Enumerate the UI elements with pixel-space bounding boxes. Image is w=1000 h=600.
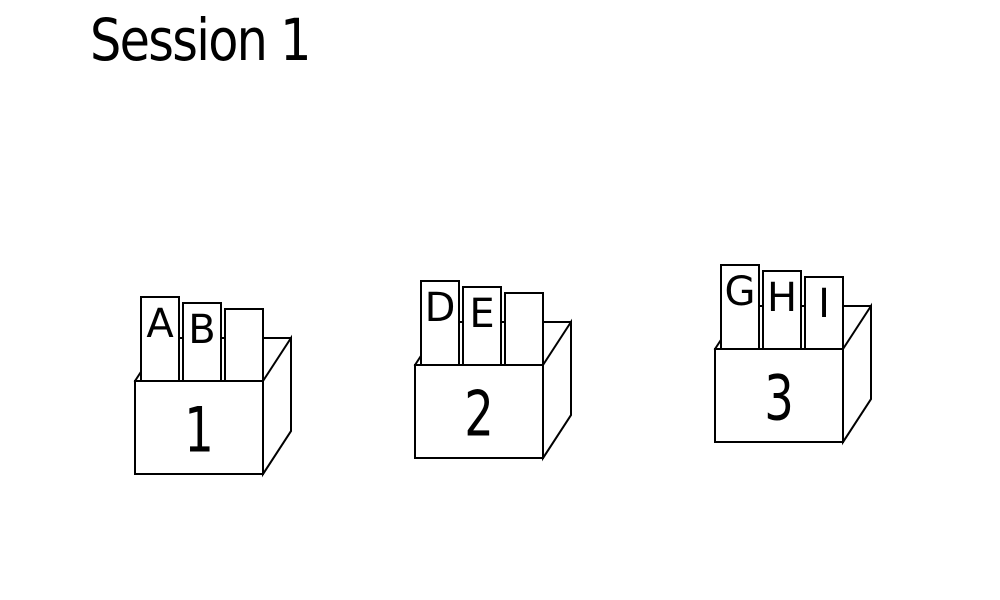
box-front [134, 380, 264, 475]
card-rect [804, 276, 844, 350]
card: D [420, 280, 460, 366]
card-letter: E [469, 291, 494, 337]
box-label: 3 [764, 362, 794, 434]
card: A [140, 296, 180, 382]
card-letter: D [425, 285, 456, 331]
box-front [714, 348, 844, 443]
card-letter: I [818, 281, 830, 327]
card: E [462, 286, 502, 366]
card-rect [420, 280, 460, 366]
card-rect [762, 270, 802, 350]
box-front [414, 364, 544, 459]
card [504, 292, 544, 366]
card-letter: G [725, 269, 756, 315]
box-label: 2 [464, 378, 494, 450]
session-title: Session 1 [90, 6, 312, 74]
card-rect [224, 308, 264, 382]
card: B [182, 302, 222, 382]
card-rect [504, 292, 544, 366]
card-letter: H [767, 275, 797, 321]
card-rect [720, 264, 760, 350]
card: G [720, 264, 760, 350]
card-letter: A [146, 301, 174, 347]
card: H [762, 270, 802, 350]
card-rect [140, 296, 180, 382]
box-label: 1 [184, 394, 214, 466]
card [224, 308, 264, 382]
card-rect [462, 286, 502, 366]
card: I [804, 276, 844, 350]
card-letter: B [188, 307, 215, 353]
